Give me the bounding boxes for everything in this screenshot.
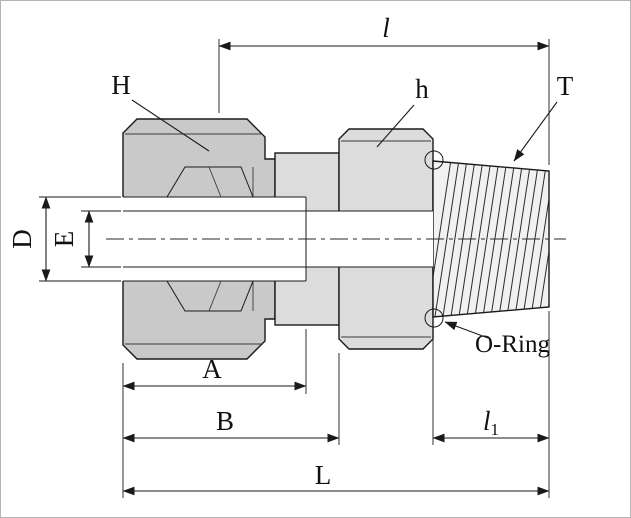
label-H: H: [111, 70, 131, 100]
fitting-part: [106, 118, 566, 360]
ferrule-bottom-split: [208, 280, 222, 312]
label-l: l: [382, 13, 390, 43]
leader-o-ring: [444, 321, 489, 339]
ferrule-top-split: [208, 166, 222, 198]
o-ring-bottom: [424, 308, 444, 328]
ferrule-top: [166, 166, 254, 198]
ferrules: [166, 166, 254, 312]
thread-hatch: [433, 161, 549, 317]
label-L: L: [315, 460, 332, 490]
leader-T: [513, 101, 558, 162]
ext-D: [39, 196, 121, 282]
label-B: B: [216, 406, 234, 436]
label-l1: l1: [483, 406, 499, 439]
hex-chamfer-lines: [341, 140, 431, 338]
o-ring-top: [424, 150, 444, 170]
label-l1-sub: 1: [491, 420, 500, 439]
label-A: A: [202, 354, 222, 384]
extension-lines: [39, 39, 550, 498]
label-D: D: [7, 229, 37, 249]
label-T: T: [557, 71, 574, 101]
ferrule-bottom: [166, 280, 254, 312]
nut-chamfer-lines: [125, 133, 263, 345]
leader-H: [131, 99, 210, 152]
label-h: h: [415, 74, 429, 104]
leader-lines: [131, 99, 558, 339]
leader-h: [376, 104, 415, 148]
dimension-lines: [41, 41, 550, 496]
label-o-ring: O-Ring: [475, 331, 551, 358]
label-l1-base: l: [483, 406, 491, 436]
labels: H h T l D E A B l1 L O-Ring: [7, 13, 574, 490]
label-E: E: [49, 231, 79, 248]
